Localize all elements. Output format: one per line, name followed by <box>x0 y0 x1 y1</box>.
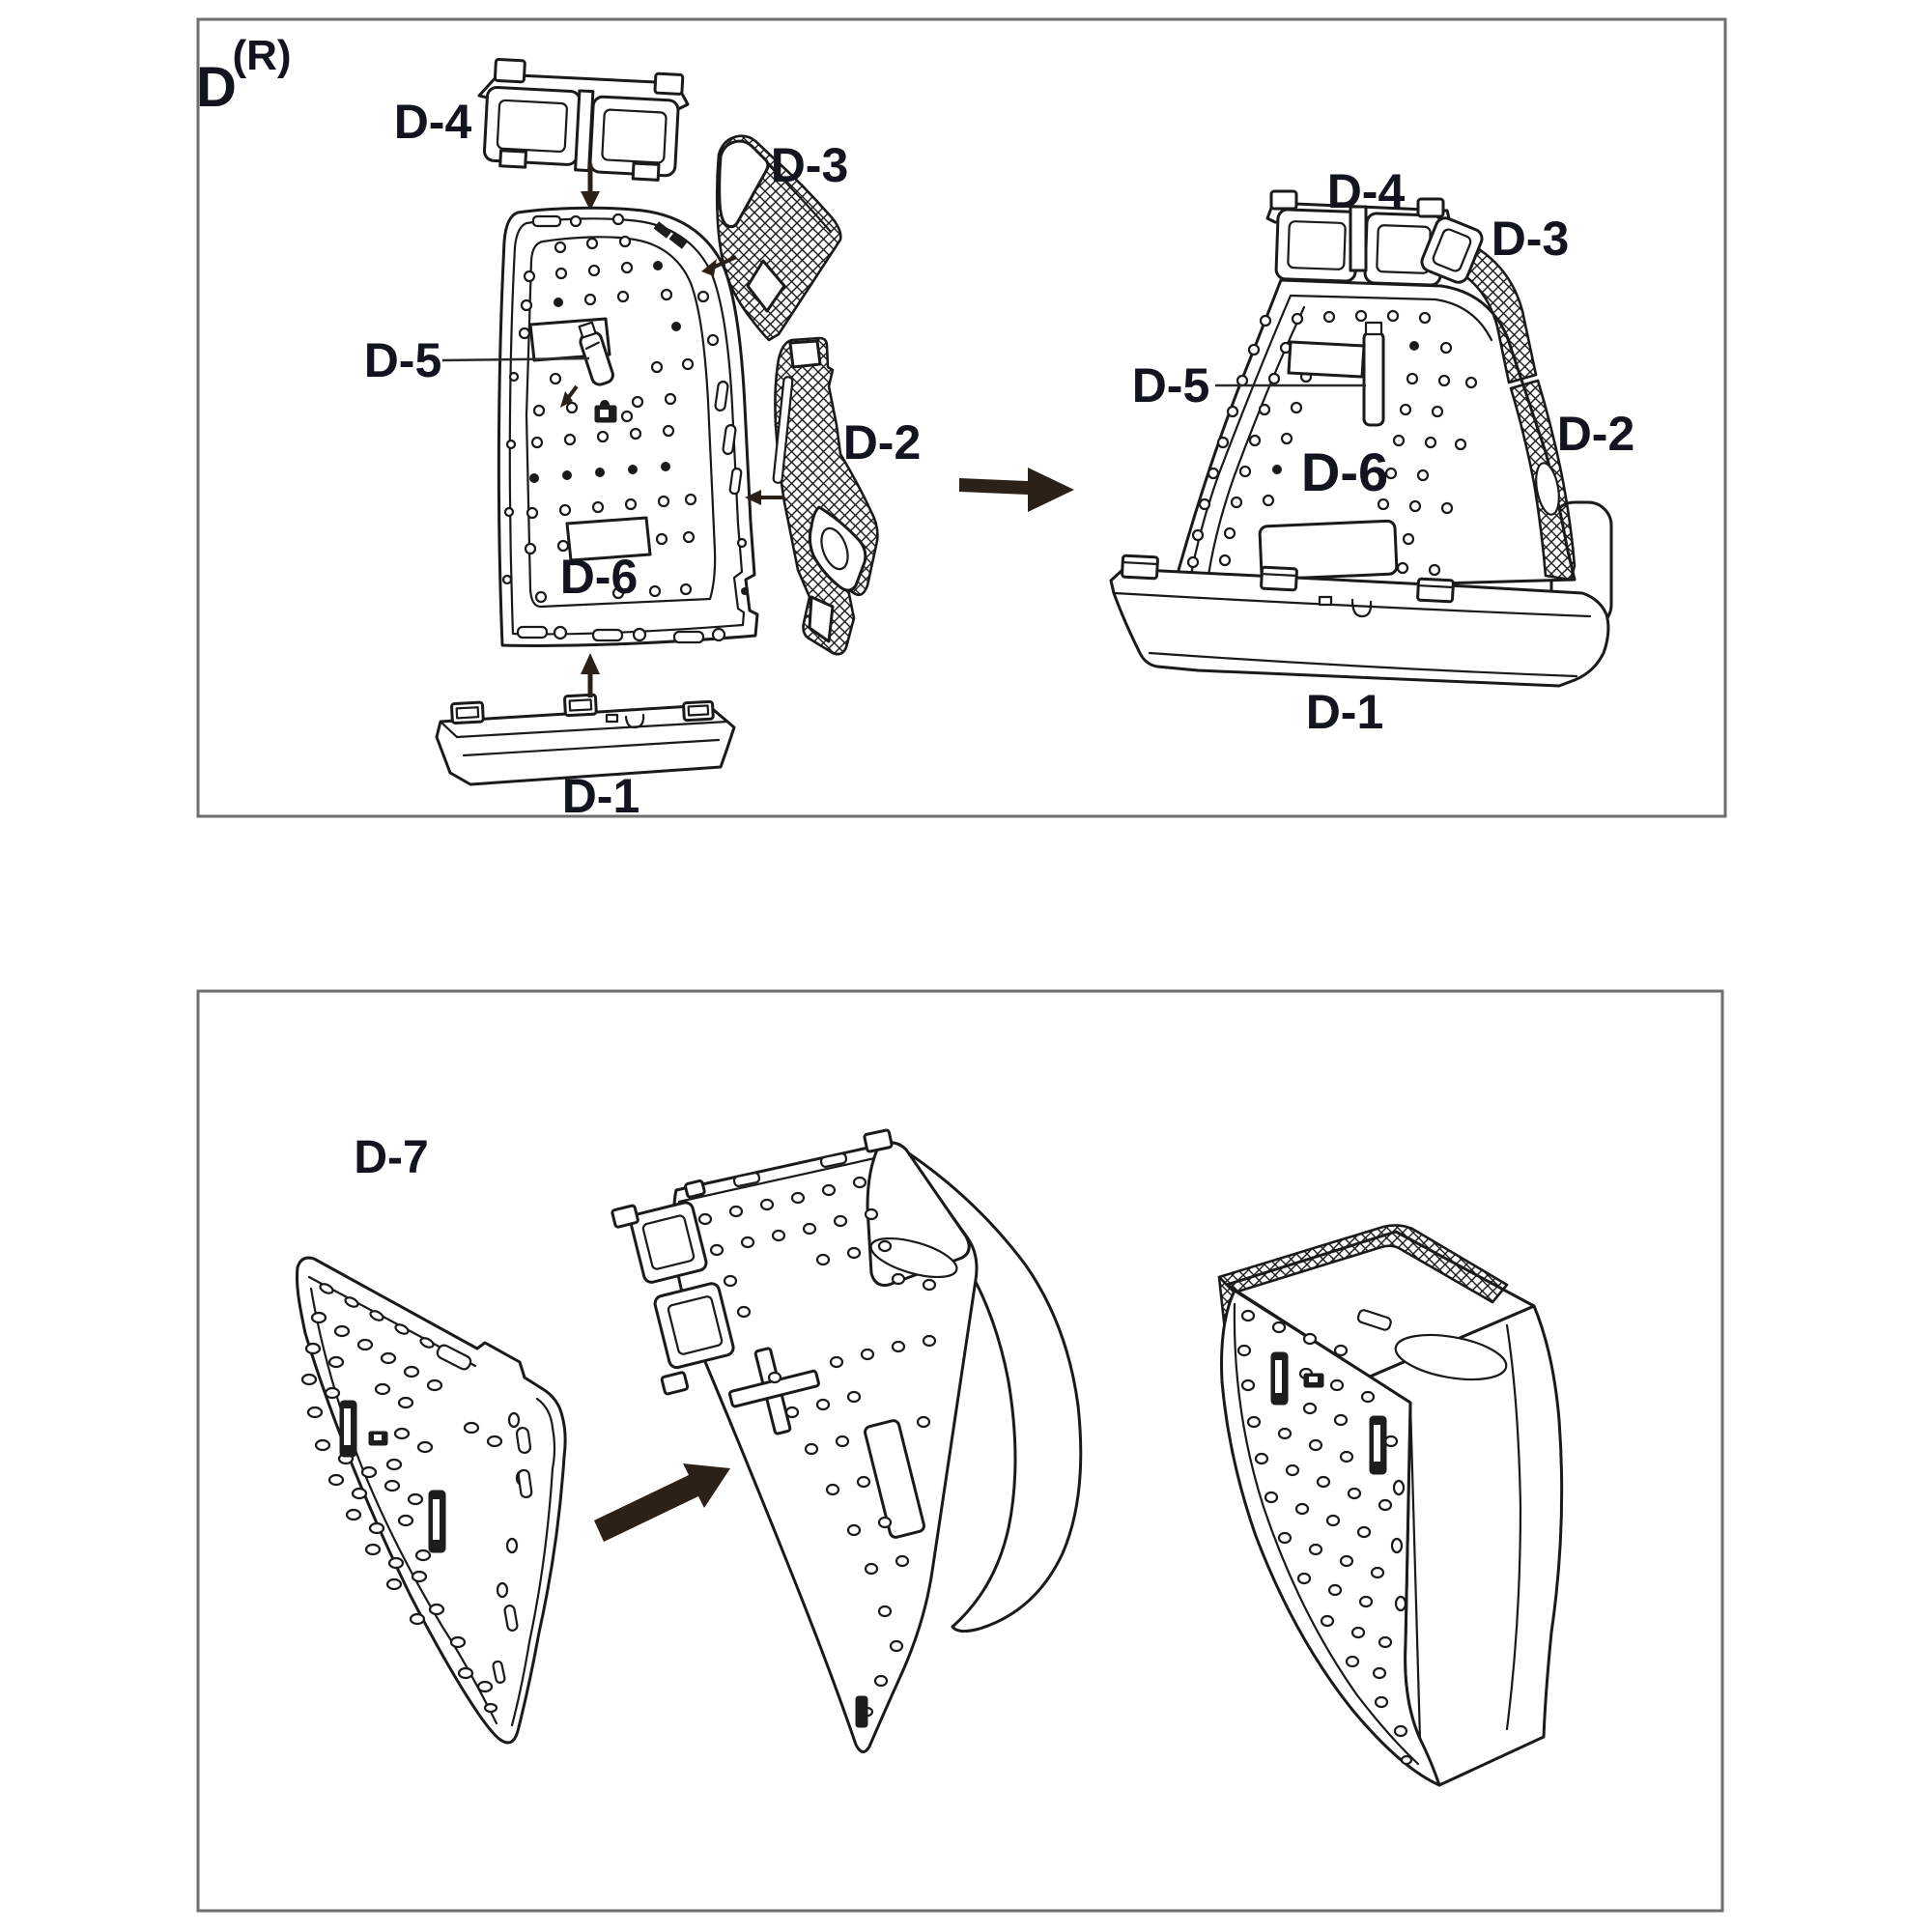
clip <box>493 58 526 84</box>
clip <box>631 161 661 182</box>
label-d7: D-7 <box>354 1132 428 1183</box>
part-d5-assembled <box>1362 321 1385 427</box>
clip <box>1270 1351 1387 1475</box>
part-d2-assembled <box>1509 379 1577 582</box>
hole-grid <box>518 235 697 604</box>
label-d4-assembled: D-4 <box>1327 164 1406 218</box>
label-d3-exploded: D-3 <box>771 138 849 192</box>
assembled-view: D-4 D-3 D-5 D-6 D-2 D-1 <box>1109 164 1635 739</box>
clip <box>498 149 528 169</box>
label-d3-assembled: D-3 <box>1492 212 1570 266</box>
part-d5 <box>560 321 634 423</box>
clip <box>339 1400 446 1553</box>
part-d1 <box>435 693 736 786</box>
step1-transition-arrow <box>959 468 1074 512</box>
hole-grid <box>1186 309 1478 577</box>
lower-slot <box>1258 519 1399 582</box>
part-d4 <box>477 58 690 182</box>
upper-slot <box>1287 340 1366 379</box>
step1-panel: D (R) D-4 <box>196 17 1727 823</box>
leader-d5 <box>441 356 590 362</box>
part-d3-assembled <box>1420 216 1538 384</box>
part-d7 <box>296 1256 567 1745</box>
variant-label-base: D <box>196 56 237 119</box>
step2-transition-arrow <box>594 1463 730 1542</box>
clip <box>653 71 685 96</box>
label-d6-exploded: D-6 <box>560 550 639 604</box>
part-d6-panel <box>497 206 759 647</box>
label-d5-exploded: D-5 <box>364 333 442 387</box>
part-d1-assembled <box>1109 554 1610 688</box>
label-d1-exploded: D-1 <box>562 769 640 823</box>
arrow-up-d1 <box>581 653 600 697</box>
hole-grid <box>697 1176 937 1718</box>
mid-assembly <box>611 1128 1083 1753</box>
arrow-d2 <box>745 490 784 505</box>
arrow-d3 <box>701 255 737 276</box>
label-d2-assembled: D-2 <box>1557 407 1635 461</box>
step2-panel: D-7 <box>196 989 1724 1913</box>
final-assembly <box>1217 1224 1564 1787</box>
label-d5-assembled: D-5 <box>1132 358 1210 412</box>
arrow-down-d4 <box>581 164 600 211</box>
label-d2-exploded: D-2 <box>843 415 922 469</box>
label-d4-exploded: D-4 <box>394 95 472 149</box>
label-d6-assembled: D-6 <box>1301 441 1388 502</box>
variant-label-sup: (R) <box>232 32 291 79</box>
mid-headrest <box>611 1179 735 1396</box>
exploded-view: D-4 <box>364 58 922 823</box>
label-d1-assembled: D-1 <box>1306 685 1384 739</box>
part-d2 <box>772 336 879 656</box>
hole-grid <box>1236 1309 1413 1766</box>
part-d3 <box>715 134 842 342</box>
